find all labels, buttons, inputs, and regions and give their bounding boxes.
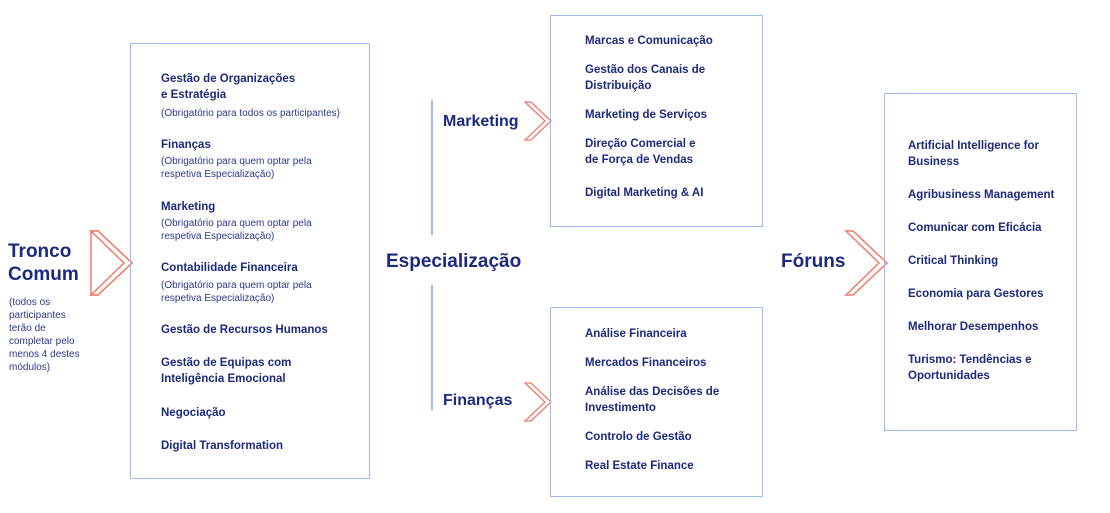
forum-item: Critical Thinking	[908, 255, 999, 267]
module-note: (Obrigatório para todos os participantes…	[161, 108, 340, 119]
module-title: Negociação	[161, 407, 226, 419]
chevron-right-icon	[523, 382, 552, 422]
course-item: Direção Comercial e de Força de Vendas	[585, 138, 696, 166]
financas-title: Finanças	[443, 392, 513, 409]
forum-item: Artificial Intelligence for Business	[908, 140, 1039, 168]
forum-item: Turismo: Tendências e Oportunidades	[908, 354, 1032, 382]
course-item: Análise Financeira	[585, 328, 687, 340]
forum-item: Melhorar Desempenhos	[908, 321, 1039, 333]
marketing-title: Marketing	[443, 113, 519, 130]
chevron-right-icon	[844, 230, 889, 296]
forum-item: Comunicar com Eficácia	[908, 222, 1042, 234]
financas-box: Análise Financeira Mercados Financeiros …	[550, 307, 763, 497]
foruns-box: Artificial Intelligence for Business Agr…	[884, 93, 1077, 431]
tronco-comum-title: Tronco Comum	[8, 241, 79, 285]
module-title: Gestão de Organizações e Estratégia	[161, 73, 296, 101]
chevron-right-icon	[88, 229, 134, 296]
module-title: Marketing	[161, 201, 216, 213]
course-item: Controlo de Gestão	[585, 431, 692, 443]
module-title: Gestão de Equipas com Inteligência Emoci…	[161, 357, 292, 385]
tronco-comum-note: (todos os participantes terão de complet…	[9, 297, 80, 373]
course-item: Marcas e Comunicação	[585, 35, 713, 47]
especializacao-title: Especialização	[386, 251, 522, 272]
course-item: Análise das Decisões de Investimento	[585, 386, 720, 414]
course-item: Digital Marketing & AI	[585, 187, 704, 199]
forum-item: Agribusiness Management	[908, 189, 1055, 201]
marketing-box: Marcas e Comunicação Gestão dos Canais d…	[550, 15, 763, 227]
tronco-comum-box: Gestão de Organizações e Estratégia (Obr…	[130, 43, 370, 479]
module-note: (Obrigatório para quem optar pela respet…	[161, 280, 312, 304]
chevron-right-icon	[523, 101, 552, 141]
module-note: (Obrigatório para quem optar pela respet…	[161, 156, 312, 180]
module-note: (Obrigatório para quem optar pela respet…	[161, 218, 312, 242]
course-item: Gestão dos Canais de Distribuição	[585, 64, 706, 92]
module-title: Digital Transformation	[161, 440, 284, 452]
foruns-title: Fóruns	[781, 251, 846, 272]
connector-line	[431, 285, 433, 410]
course-item: Real Estate Finance	[585, 460, 694, 472]
module-title: Finanças	[161, 139, 211, 151]
module-title: Gestão de Recursos Humanos	[161, 324, 328, 336]
forum-item: Economia para Gestores	[908, 288, 1044, 300]
course-item: Marketing de Serviços	[585, 109, 708, 121]
course-item: Mercados Financeiros	[585, 357, 707, 369]
module-title: Contabilidade Financeira	[161, 262, 298, 274]
connector-line	[431, 100, 433, 235]
